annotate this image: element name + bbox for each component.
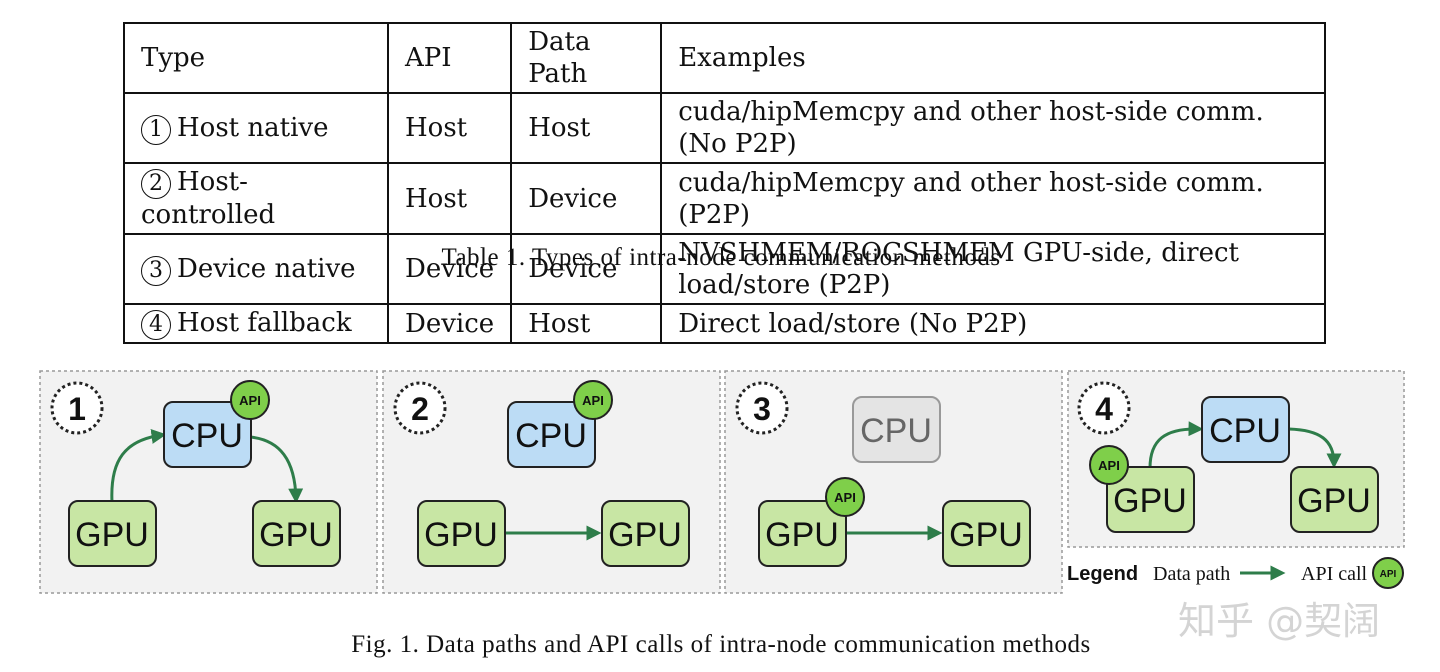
legend-api-call-label: API call xyxy=(1301,563,1368,585)
panel-number-badge: 1 xyxy=(50,381,104,435)
svg-text:API: API xyxy=(834,490,856,505)
svg-text:CPU: CPU xyxy=(171,417,243,455)
header-data-path: Data Path xyxy=(510,22,663,94)
figure-caption: Fig. 1. Data paths and API calls of intr… xyxy=(351,631,1091,658)
example-cell: NVSHMEM/ROCSHMEM GPU-side, direct load/s… xyxy=(660,233,1327,305)
svg-text:GPU: GPU xyxy=(949,516,1023,554)
data-path-arrow xyxy=(110,428,167,503)
api-cell: Device xyxy=(386,303,513,344)
table-header-row: Type API Data Path Examples xyxy=(123,22,1327,94)
gpu-box-left: GPU xyxy=(417,500,506,567)
header-api: API xyxy=(386,22,513,94)
type-label: Device native xyxy=(177,253,356,284)
gpu-box-left: GPU xyxy=(1106,466,1195,533)
legend: Legend Data path API call API xyxy=(1067,557,1404,589)
data-path-arrow xyxy=(249,435,304,504)
svg-text:CPU: CPU xyxy=(1209,412,1281,450)
svg-text:3: 3 xyxy=(753,391,771,427)
gpu-box-right: GPU xyxy=(942,500,1031,567)
svg-text:GPU: GPU xyxy=(1297,482,1371,520)
path-cell: Host xyxy=(510,303,663,344)
panel-4: 4 CPU GPU API GPU xyxy=(1067,370,1405,548)
panel-number-badge: 2 xyxy=(393,381,447,435)
api-badge: API xyxy=(573,380,613,420)
table-caption: Table 1. Types of intra-node communicati… xyxy=(441,244,1001,271)
type-label: Host fallback xyxy=(177,308,352,338)
api-cell: Host xyxy=(386,92,513,164)
api-badge: API xyxy=(825,477,865,517)
svg-text:2: 2 xyxy=(411,391,429,427)
api-cell: Device xyxy=(386,233,513,305)
gpu-box-right: GPU xyxy=(252,500,341,567)
gpu-box-right: GPU xyxy=(1290,466,1379,533)
gpu-box-left: GPU xyxy=(758,500,847,567)
example-cell: Direct load/store (No P2P) xyxy=(660,303,1327,344)
panel-1: 1 CPU API GPU GPU xyxy=(39,370,378,594)
legend-title: Legend xyxy=(1067,563,1138,585)
row-number: 1 xyxy=(141,114,171,145)
example-cell: cuda/hipMemcpy and other host-side comm.… xyxy=(660,162,1327,235)
example-cell: cuda/hipMemcpy and other host-side comm.… xyxy=(660,92,1327,164)
row-number: 3 xyxy=(141,255,171,286)
api-badge: API xyxy=(1089,445,1129,485)
svg-text:GPU: GPU xyxy=(424,516,498,554)
svg-text:GPU: GPU xyxy=(765,516,839,554)
svg-text:API: API xyxy=(1098,458,1120,473)
row-number: 4 xyxy=(141,310,171,340)
svg-text:GPU: GPU xyxy=(75,516,149,554)
gpu-box-right: GPU xyxy=(601,500,690,567)
header-examples: Examples xyxy=(660,22,1327,94)
gpu-box-left: GPU xyxy=(68,500,157,567)
panel-2: 2 CPU API GPU GPU xyxy=(382,370,721,594)
type-label: Host native xyxy=(177,112,329,143)
svg-text:4: 4 xyxy=(1095,391,1113,427)
header-type: Type xyxy=(123,22,389,94)
svg-text:GPU: GPU xyxy=(1113,482,1187,520)
legend-api-badge: API xyxy=(1372,557,1404,589)
type-label: Host-controlled xyxy=(141,167,276,230)
svg-text:1: 1 xyxy=(68,391,86,427)
svg-text:CPU: CPU xyxy=(515,417,587,455)
svg-text:CPU: CPU xyxy=(860,412,932,450)
data-path-arrow xyxy=(1288,427,1342,469)
path-cell: Device xyxy=(510,162,663,235)
panel-number-badge: 4 xyxy=(1077,381,1131,435)
cpu-box: CPU xyxy=(163,401,252,468)
svg-text:GPU: GPU xyxy=(259,516,333,554)
cpu-box: CPU xyxy=(1201,396,1290,463)
svg-text:API: API xyxy=(582,393,604,408)
svg-text:GPU: GPU xyxy=(608,516,682,554)
cpu-box: CPU xyxy=(507,401,596,468)
cpu-box-inactive: CPU xyxy=(852,396,941,463)
path-cell: Device xyxy=(510,233,663,305)
panel-3: 3 CPU GPU API GPU xyxy=(724,370,1063,594)
svg-text:API: API xyxy=(239,393,261,408)
panel-number-badge: 3 xyxy=(735,381,789,435)
api-cell: Host xyxy=(386,162,513,235)
watermark: 知乎 @契阔 xyxy=(1178,599,1381,643)
legend-data-path-label: Data path xyxy=(1153,563,1230,585)
path-cell: Host xyxy=(510,92,663,164)
api-badge: API xyxy=(230,380,270,420)
svg-text:API: API xyxy=(1380,569,1397,580)
data-path-arrow xyxy=(1148,421,1204,469)
